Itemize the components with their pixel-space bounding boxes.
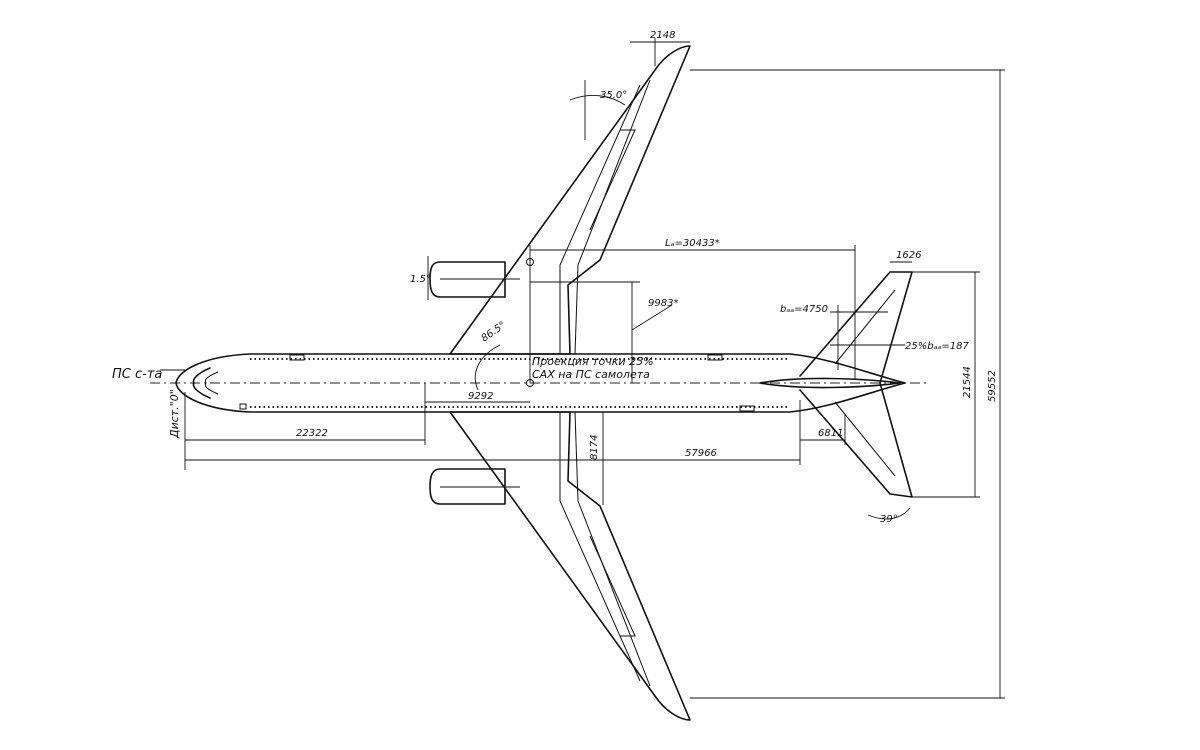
stab-mac25-label: 25%bₐₐ=187 [905,341,970,352]
dim-9292-label: 9292 [468,391,493,402]
stab-mac-label: bₐₐ=4750 [780,304,828,315]
wingtip-width-label: 2148 [650,30,675,41]
wing-span-label: 59552 [987,370,998,402]
tail-cone [759,377,901,389]
lower-wing-spar [574,411,651,687]
engine-angle-label: 1.5° [410,274,431,285]
mac-offset-leader [631,304,673,331]
stab-sweep-arc [867,507,911,520]
dim-57966-label: 57966 [685,448,717,459]
sweep-arc [569,94,626,106]
stab-sweep-label: 39° [880,514,898,525]
wing-root-angle-label: 86.5° [479,320,508,345]
mac-projection-label-2: САХ на ПС самолета [532,368,650,381]
dim-8174-label: 8174 [589,435,600,460]
door [239,403,247,410]
door [289,354,305,361]
upper-wing-flap-line [559,84,641,354]
upper-aileron [589,129,636,231]
root-angle-arc [474,344,501,391]
station-zero-label: Дист."0" [168,389,181,439]
lower-elevator [834,401,896,477]
lower-engine [429,468,506,505]
cockpit-frame [204,371,219,395]
stab-span-label: 21544 [962,366,973,398]
upper-wing-spar [574,79,651,355]
cockpit-windows [192,367,211,399]
mac-offset-label: 9983* [648,298,678,309]
upper-stabilizer [799,271,913,384]
door [739,405,755,412]
mac-25-marker [526,379,534,387]
fuselage-outline [175,353,906,413]
mac-projection-label-1: Проекция точки 25% [532,355,654,368]
mac-length-label: Lₐ=30433* [665,238,720,249]
upper-engine [429,261,506,298]
lower-wing [449,411,691,721]
dim-22322-label: 22322 [296,428,328,439]
stab-tip-label: 1626 [896,250,921,261]
lower-wing-flap-line [559,412,641,682]
wing-sweep-label: 35.0° [600,90,627,101]
nose-ref-label: ПС с-та [112,367,162,382]
lower-aileron [589,535,636,637]
upper-elevator [834,289,896,365]
upper-wing [449,45,691,355]
dim-6811-label: 6811 [818,428,843,439]
mac-point-marker [526,258,534,266]
door [707,354,723,361]
